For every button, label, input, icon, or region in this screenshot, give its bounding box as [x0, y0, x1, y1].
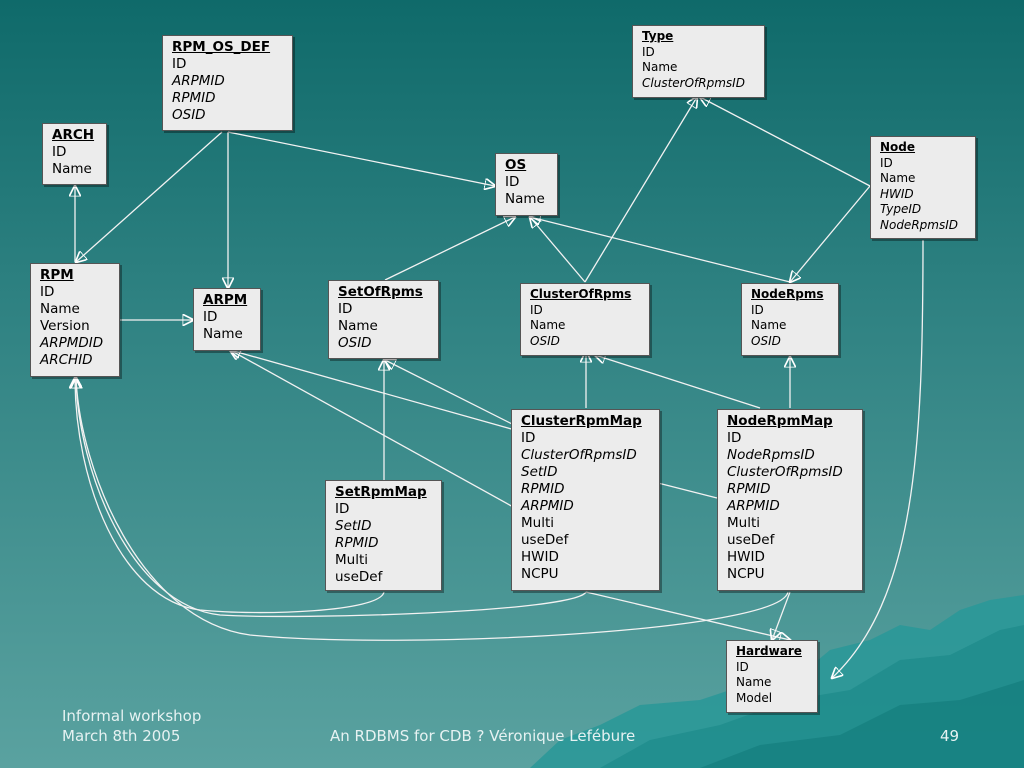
footer-workshop: Informal workshop	[62, 707, 202, 725]
entity-field: Multi	[727, 515, 760, 531]
entity-field: ID	[505, 174, 520, 190]
entity-field: ID	[880, 155, 893, 170]
entity-field: ID	[172, 56, 187, 72]
entity-field: TypeID	[880, 202, 922, 216]
entity-field: OSID	[172, 107, 206, 123]
entity-field: RPMID	[172, 90, 216, 106]
entity-field: OSID	[530, 333, 560, 348]
entity-field: ARPMID	[172, 73, 225, 89]
entity-field: ID	[521, 430, 536, 446]
entity-field: Name	[751, 318, 787, 332]
entity-field: ID	[203, 309, 218, 325]
entity-title: SetRpmMap	[335, 484, 427, 500]
entity-field: Name	[203, 326, 243, 342]
entity-field: NodeRpmsID	[727, 447, 815, 463]
entity-field: ID	[530, 302, 543, 317]
entity-field: RPMID	[727, 481, 771, 497]
entity-title: ARCH	[52, 127, 95, 143]
entity-title: Node	[880, 140, 916, 154]
entity-field: HWID	[880, 186, 914, 201]
entity-field: NCPU	[521, 566, 559, 582]
entity-title: NodeRpms	[751, 287, 824, 301]
entity-field: ID	[338, 301, 353, 317]
entity-field: Name	[736, 675, 772, 689]
entity-field: Name	[530, 318, 566, 332]
entity-field: ARPMDID	[40, 335, 104, 351]
entity-field: useDef	[727, 532, 775, 548]
entity-field: Multi	[335, 552, 368, 568]
page-number: 49	[940, 727, 960, 745]
footer-date: March 8th 2005	[62, 727, 181, 745]
entity-field: ID	[52, 144, 67, 160]
entity-field: NCPU	[727, 566, 765, 582]
entity-field: SetID	[521, 464, 558, 480]
entity-title: ARPM	[203, 292, 248, 308]
entity-field: RPMID	[521, 481, 565, 497]
footer-left: Informal workshop March 8th 2005	[62, 706, 201, 746]
entity-field: Name	[40, 301, 80, 317]
entity-field: Version	[40, 318, 90, 334]
entity-field: ID	[642, 44, 655, 59]
footer-title: An RDBMS for CDB ? Véronique Lefébure	[330, 727, 636, 745]
entity-field: Name	[338, 318, 378, 334]
entity-field: RPMID	[335, 535, 379, 551]
entity-title: Type	[642, 29, 674, 43]
entity-title: RPM_OS_DEF	[172, 39, 271, 55]
entity-field: Name	[880, 171, 916, 185]
entity-field: HWID	[521, 549, 559, 565]
entity-title: NodeRpmMap	[727, 413, 833, 429]
entity-field: Model	[736, 690, 773, 705]
entity-field: ID	[40, 284, 55, 300]
entity-field: SetID	[335, 518, 372, 534]
entity-field: ClusterOfRpmsID	[642, 75, 745, 90]
entity-field: Multi	[521, 515, 554, 531]
entity-field: ID	[727, 430, 742, 446]
entity-field: HWID	[727, 549, 765, 565]
entity-field: Name	[505, 191, 545, 207]
entity-title: Hardware	[736, 644, 802, 658]
entity-field: OSID	[338, 335, 372, 351]
entity-field: ClusterOfRpmsID	[521, 447, 637, 463]
entity-title: RPM	[40, 267, 74, 283]
entity-field: ID	[751, 302, 764, 317]
entity-field: ARCHID	[40, 352, 93, 368]
entity-title: ClusterRpmMap	[521, 413, 642, 429]
entity-field: ARPMID	[521, 498, 574, 514]
entity-field: Name	[642, 60, 678, 74]
entity-field: OSID	[751, 333, 781, 348]
entity-field: ID	[736, 659, 749, 674]
entity-field: Name	[52, 161, 92, 177]
entity-field: ARPMID	[727, 498, 780, 514]
entity-field: useDef	[521, 532, 569, 548]
entity-title: SetOfRpms	[338, 284, 423, 300]
entity-field: ID	[335, 501, 350, 517]
entity-field: NodeRpmsID	[880, 217, 958, 232]
entity-field: ClusterOfRpmsID	[727, 464, 843, 480]
entity-title: ClusterOfRpms	[530, 287, 632, 301]
entity-field: useDef	[335, 569, 383, 585]
entity-title: OS	[505, 157, 527, 173]
